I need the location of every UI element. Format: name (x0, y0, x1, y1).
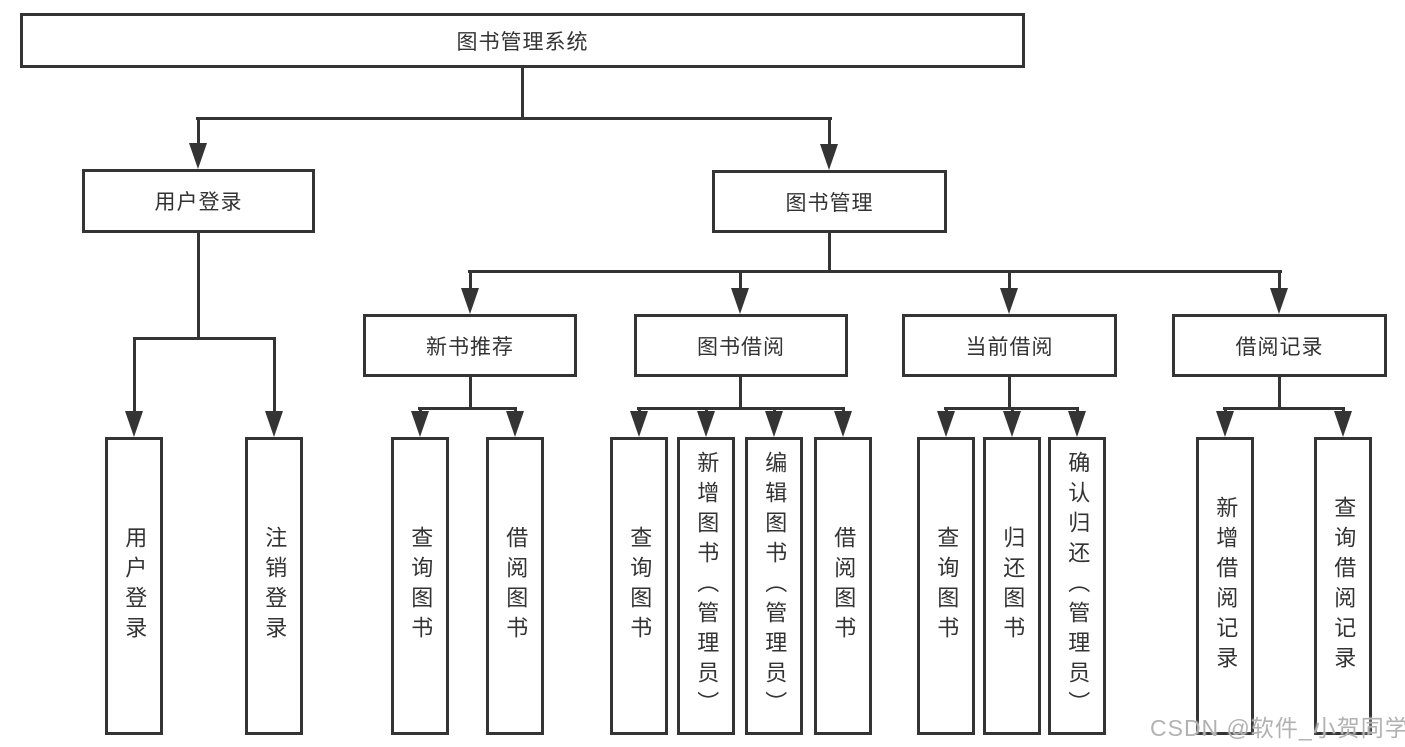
leaf-query-books-recommend: 查询图书 (391, 437, 449, 735)
node-label: 借阅记录 (1235, 335, 1324, 359)
connector-stem (739, 270, 742, 290)
leaf-confirm-return-admin: 确认归还（管理员） (1048, 437, 1106, 735)
arrowhead-down-icon (411, 411, 429, 437)
connector-stem (1278, 270, 1281, 290)
connector-root-stem (521, 68, 524, 120)
connector-stem (1278, 377, 1281, 410)
leaf-add-borrow-record: 新增借阅记录 (1196, 437, 1254, 735)
connector-stem (197, 233, 200, 340)
connector-hline (418, 407, 517, 410)
leaf-label: 新增借阅记录 (1213, 496, 1239, 676)
arrowhead-down-icon (506, 411, 524, 437)
arrowhead-down-icon (820, 144, 838, 170)
leaf-borrow-books-recommend: 借阅图书 (486, 437, 544, 735)
leaf-query-borrow-record: 查询借阅记录 (1314, 437, 1372, 735)
arrowhead-down-icon (731, 288, 749, 314)
node-label: 图书借阅 (697, 335, 785, 359)
leaf-label: 编辑图书（管理员） (762, 451, 788, 721)
node-book-borrow: 图书借阅 (634, 314, 848, 377)
arrowhead-down-icon (1068, 411, 1086, 437)
connector-level3-hline (468, 270, 1282, 273)
connector-stem (469, 270, 472, 290)
leaf-label: 归还图书 (1000, 526, 1026, 646)
arrowhead-down-icon (630, 411, 648, 437)
leaf-add-book-admin: 新增图书（管理员） (677, 437, 735, 735)
leaf-label: 用户登录 (122, 526, 148, 646)
arrowhead-down-icon (1270, 288, 1288, 314)
leaf-label: 查询图书 (408, 526, 434, 646)
node-borrow-records: 借阅记录 (1172, 314, 1387, 377)
arrowhead-down-icon (189, 143, 207, 169)
node-label: 图书管理 (785, 191, 874, 215)
arrowhead-down-icon (1216, 411, 1234, 437)
connector-stem (1008, 270, 1011, 290)
node-user-login: 用户登录 (82, 169, 315, 233)
connector-stem (197, 117, 200, 147)
watermark: CSDN @软件_小贺同学 (1150, 715, 1405, 741)
leaf-query-books-borrow: 查询图书 (610, 437, 668, 735)
connector-level1-hline (196, 117, 832, 120)
arrowhead-down-icon (1000, 288, 1018, 314)
leaf-label: 查询图书 (934, 526, 960, 646)
leaf-user-login: 用户登录 (105, 437, 163, 735)
connector-stem (469, 377, 472, 410)
arrowhead-down-icon (125, 411, 143, 437)
node-label: 新书推荐 (426, 335, 514, 359)
leaf-label: 查询图书 (627, 526, 653, 646)
connector-stem (1008, 377, 1011, 410)
leaf-borrow-books-borrow: 借阅图书 (814, 437, 872, 735)
connector-stem (828, 117, 831, 147)
leaf-query-books-current: 查询图书 (917, 437, 975, 735)
connector-hline (637, 407, 845, 410)
arrowhead-down-icon (1334, 411, 1352, 437)
leaf-label: 借阅图书 (503, 526, 529, 646)
leaf-label: 注销登录 (262, 526, 288, 646)
arrowhead-down-icon (697, 411, 715, 437)
arrowhead-down-icon (765, 411, 783, 437)
connector-stem (133, 337, 136, 414)
connector-hline (1223, 407, 1345, 410)
leaf-label: 确认归还（管理员） (1065, 451, 1091, 721)
node-label: 图书管理系统 (456, 30, 589, 54)
node-library-system: 图书管理系统 (20, 13, 1025, 68)
node-new-book-recommend: 新书推荐 (363, 314, 577, 377)
node-book-management: 图书管理 (712, 170, 947, 233)
arrowhead-down-icon (937, 411, 955, 437)
node-label: 当前借阅 (965, 335, 1054, 359)
connector-stem (828, 233, 831, 273)
leaf-label: 借阅图书 (831, 526, 857, 646)
leaf-edit-book-admin: 编辑图书（管理员） (745, 437, 803, 735)
connector-hline (133, 337, 276, 340)
arrowhead-down-icon (834, 411, 852, 437)
leaf-logout: 注销登录 (245, 437, 303, 735)
leaf-label: 新增图书（管理员） (694, 451, 720, 721)
arrowhead-down-icon (1003, 411, 1021, 437)
leaf-return-books: 归还图书 (983, 437, 1041, 735)
node-current-borrow: 当前借阅 (902, 314, 1117, 377)
connector-stem (739, 377, 742, 410)
arrowhead-down-icon (265, 411, 283, 437)
arrowhead-down-icon (461, 288, 479, 314)
node-label: 用户登录 (154, 191, 243, 214)
leaf-label: 查询借阅记录 (1331, 496, 1357, 676)
connector-stem (273, 337, 276, 414)
